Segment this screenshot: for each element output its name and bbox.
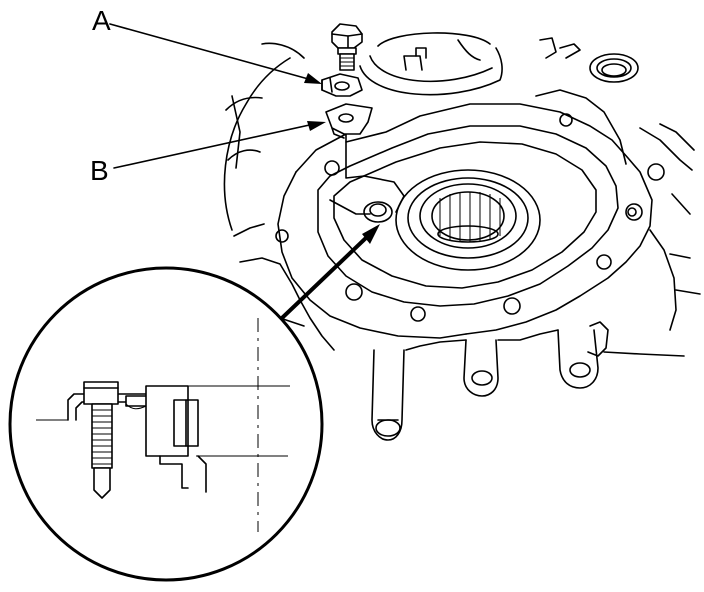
detail-bolt [83,381,119,499]
flange-bolt [331,23,363,71]
lower-bosses [371,321,609,441]
transmission-case [223,32,701,441]
callout-b: B [90,121,326,186]
callout-a-label: A [92,5,111,36]
upper-bearing-housing [359,32,503,96]
lock-clip-a [321,73,363,97]
callout-a: A [92,5,322,84]
bracket-b [325,103,373,139]
oil-seal [589,53,639,83]
detail-circle [8,266,324,582]
detail-leader-arrow [280,224,380,320]
shaft-bearing [395,169,541,271]
detail-bracket [125,385,207,493]
callout-b-label: B [90,155,109,186]
